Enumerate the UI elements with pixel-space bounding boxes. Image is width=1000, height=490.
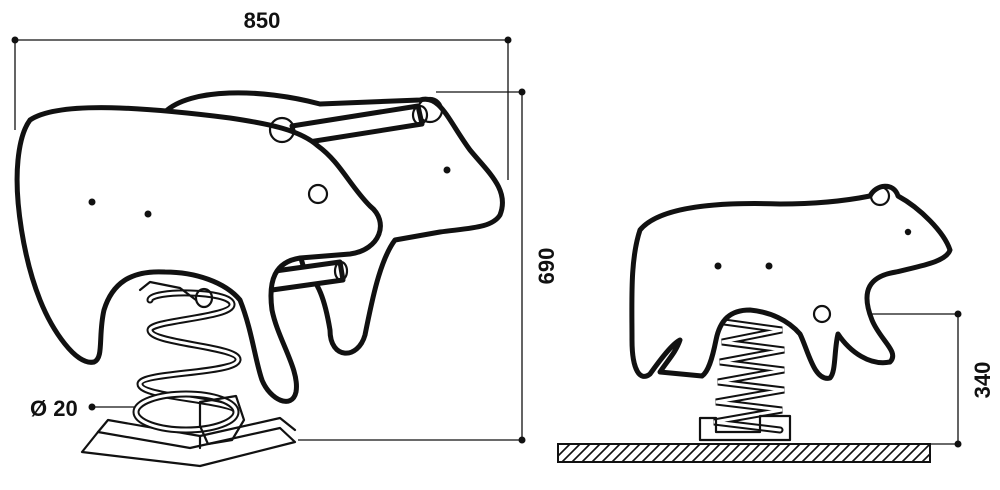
perspective-view	[14, 90, 505, 468]
hatch-line	[681, 443, 701, 463]
height-label: 690	[534, 248, 559, 285]
hatch-line	[691, 443, 711, 463]
hatch-line	[561, 443, 581, 463]
hatch-line	[557, 443, 571, 457]
hatch-line	[841, 443, 861, 463]
side-spring	[698, 318, 792, 442]
hatch-line	[721, 443, 741, 463]
spring-diameter-label: Ø 20	[30, 396, 78, 421]
hatch-line	[621, 443, 641, 463]
hatch-line	[801, 443, 821, 463]
hatch-line	[651, 443, 671, 463]
hatch-line	[871, 443, 891, 463]
hatch-line	[571, 443, 591, 463]
hatch-line	[851, 443, 871, 463]
hatch-line	[891, 443, 911, 463]
hatch-line	[671, 443, 691, 463]
hatch-line	[711, 443, 731, 463]
hatch-line	[631, 443, 651, 463]
hatch-line	[701, 443, 721, 463]
dimension-spring-diameter: Ø 20	[30, 396, 142, 421]
dimension-width: 850	[11, 8, 512, 180]
hatch-line	[741, 443, 761, 463]
hatch-line	[811, 443, 831, 463]
hatch-line	[751, 443, 771, 463]
hatch-line	[581, 443, 601, 463]
spring	[132, 280, 246, 446]
hatch-line	[821, 443, 841, 463]
hatch-line	[791, 443, 811, 463]
base-plate	[80, 416, 297, 468]
hatch-line	[611, 443, 631, 463]
hatch-line	[861, 443, 881, 463]
hatch-line	[761, 443, 781, 463]
hatch-line	[831, 443, 851, 463]
width-label: 850	[244, 8, 281, 33]
hatch-line	[771, 443, 791, 463]
hatch-line	[601, 443, 621, 463]
hatch-line	[921, 453, 931, 463]
hatch-line	[641, 443, 661, 463]
hatch-line	[731, 443, 751, 463]
front-bear-panel	[14, 105, 383, 404]
ground-hatch	[557, 443, 931, 463]
hatch-line	[881, 443, 901, 463]
hatch-line	[901, 443, 921, 463]
side-view	[557, 183, 953, 463]
side-bear-panel	[629, 183, 953, 381]
seat-height-label: 340	[970, 362, 995, 399]
hatch-line	[661, 443, 681, 463]
hatch-line	[911, 443, 931, 463]
dimension-height: 690	[298, 88, 559, 444]
hatch-line	[781, 443, 801, 463]
hatch-line	[591, 443, 611, 463]
